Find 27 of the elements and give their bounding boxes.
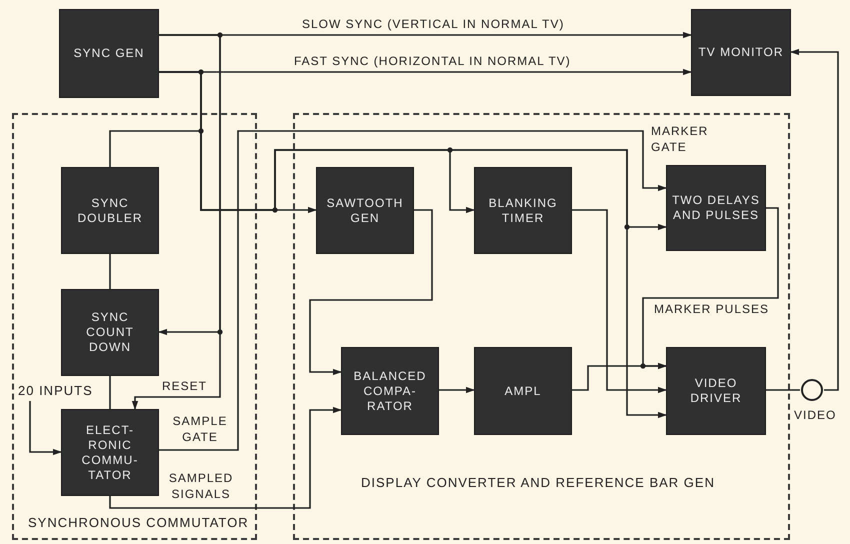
connector-arrow — [642, 207, 779, 370]
block-box: TWO DELAYS AND PULSES — [667, 166, 765, 250]
block-box: TV MONITOR — [692, 10, 790, 95]
block-box: SAWTOOTH GEN — [317, 168, 413, 253]
video-jack-symbol — [800, 378, 824, 402]
block-box: VIDEO DRIVER — [667, 348, 765, 434]
block-box: SYNC DOUBLER — [62, 168, 158, 253]
block-box: AMPL — [475, 348, 571, 434]
connector-arrow — [109, 406, 342, 509]
block-box: BLANKING TIMER — [475, 168, 571, 253]
connector-arrow — [438, 386, 475, 394]
block-box: BALANCED COMPA- RATOR — [342, 348, 438, 434]
input-label: 20 INPUTS — [18, 381, 102, 401]
connector-label: VIDEO — [794, 407, 836, 424]
group-title: SYNCHRONOUS COMMUTATOR — [28, 514, 249, 532]
block-box: ELECT- RONIC COMMU- TATOR — [62, 410, 158, 495]
block-box: SYNC GEN — [60, 10, 158, 97]
connector-arrow — [571, 209, 667, 394]
block-box: SYNC COUNT DOWN — [62, 290, 158, 375]
connector-arrow — [309, 209, 433, 376]
connector-arrow — [158, 130, 667, 451]
connector-arrow — [132, 34, 221, 410]
dashed-group-box — [293, 113, 790, 540]
connector-arrow — [29, 401, 62, 456]
connector-arrow — [790, 48, 839, 391]
group-title: DISPLAY CONVERTER AND REFERENCE BAR GEN — [361, 474, 715, 492]
dashed-group-box — [12, 113, 257, 540]
